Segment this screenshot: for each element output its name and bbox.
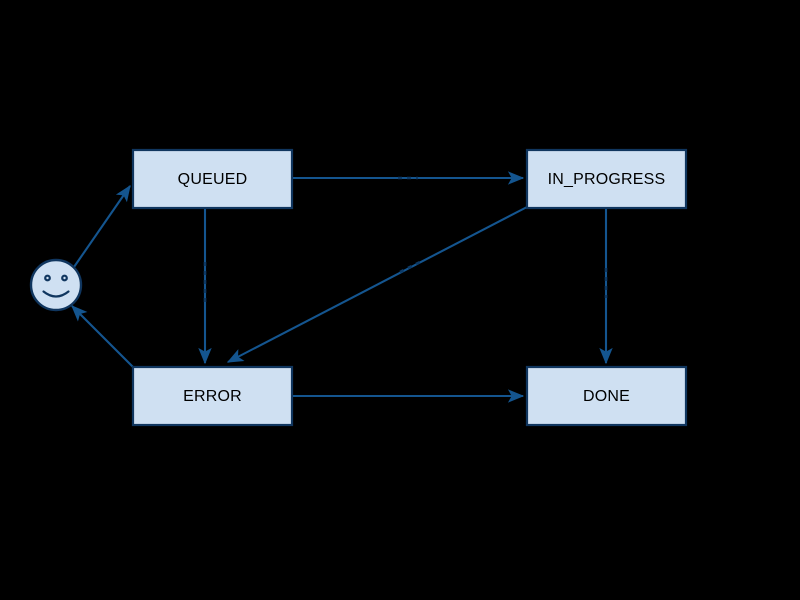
node-in-progress-box[interactable]: [525, 148, 688, 210]
node-done-box[interactable]: [525, 365, 688, 427]
smiley-mouth-icon: [42, 290, 70, 298]
node-queued-label: QUEUED: [178, 171, 248, 188]
node-in-progress[interactable]: IN_PROGRESS: [525, 148, 688, 210]
start-state-node[interactable]: [29, 258, 83, 312]
edge-in-progress-to-error-label-slot: [399, 260, 421, 274]
edge-error-to-start-line: [71, 305, 134, 368]
edge-in-progress-to-error-line: [226, 206, 528, 363]
edge-error-to-start: [71, 305, 134, 368]
node-error-label: ERROR: [183, 388, 242, 405]
node-done-label: DONE: [583, 388, 630, 405]
node-done[interactable]: DONE: [525, 365, 688, 427]
node-queued-box[interactable]: [131, 148, 294, 210]
node-error-box[interactable]: [131, 365, 294, 427]
edge-start-to-queued-line: [73, 184, 131, 268]
smiley-right-eye-icon: [61, 274, 68, 282]
node-error[interactable]: ERROR: [131, 365, 294, 427]
smiley-face-icon[interactable]: [29, 258, 83, 312]
node-in-progress-label: IN_PROGRESS: [548, 171, 666, 188]
edge-in-progress-to-error: [226, 206, 528, 363]
smiley-left-eye-icon: [44, 274, 51, 282]
node-queued[interactable]: QUEUED: [131, 148, 294, 210]
edge-start-to-queued: [73, 184, 131, 268]
